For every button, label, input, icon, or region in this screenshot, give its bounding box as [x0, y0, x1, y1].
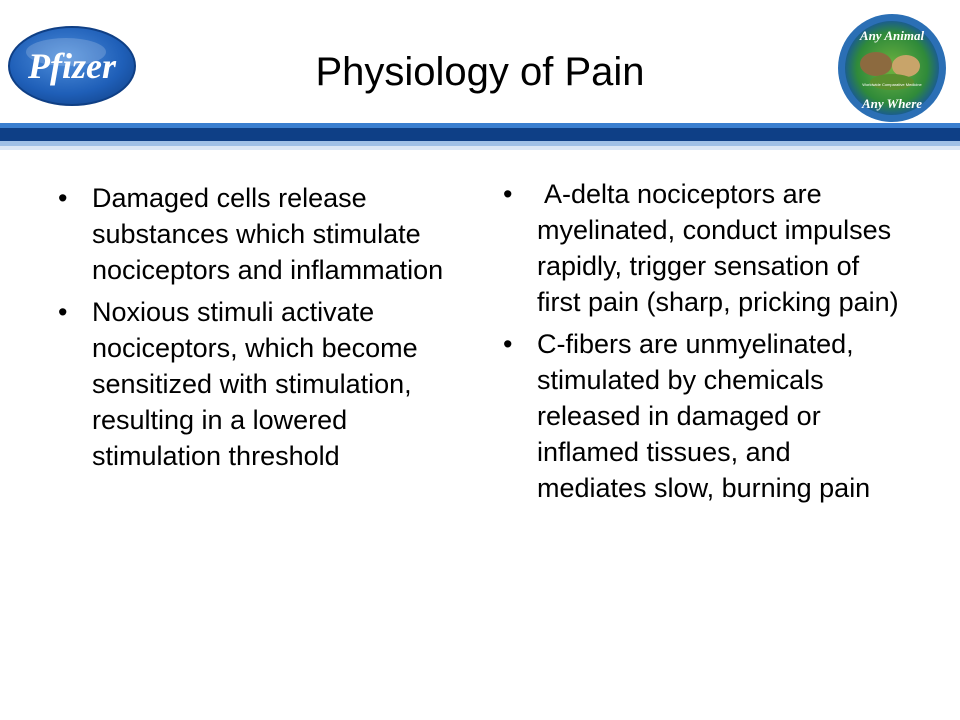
- bullet-item: • Damaged cells release substances which…: [58, 180, 454, 288]
- bullet-text: C-fibers are unmyelinated, stimulated by…: [537, 329, 871, 503]
- seal-text-middle: Worldwide Comparative Medicine: [862, 82, 922, 87]
- bullet-icon: •: [503, 329, 513, 359]
- bullet-text: A-delta nociceptors are myelinated, cond…: [537, 179, 899, 317]
- any-animal-seal-icon: Any Animal Worldwide Comparative Medicin…: [838, 14, 946, 122]
- slide-title: Physiology of Pain: [315, 50, 645, 94]
- bullet-item: • Noxious stimuli activate nociceptors, …: [58, 294, 454, 474]
- pfizer-logo-text: Pfizer: [27, 46, 117, 86]
- header-band-fade: [0, 146, 960, 150]
- seal-text-top: Any Animal: [859, 28, 925, 43]
- right-bullet-list: • A-delta nociceptors are myelinated, co…: [503, 176, 905, 512]
- bullet-text: Damaged cells release substances which s…: [92, 183, 444, 285]
- header-band-top: [0, 123, 960, 128]
- bullet-item: • C-fibers are unmyelinated, stimulated …: [503, 326, 905, 506]
- seal-text-bottom: Any Where: [861, 96, 922, 111]
- header-band-light: [0, 141, 960, 146]
- bullet-text: Noxious stimuli activate nociceptors, wh…: [92, 297, 418, 471]
- bullet-icon: •: [503, 179, 513, 209]
- bullet-item: • A-delta nociceptors are myelinated, co…: [503, 176, 905, 320]
- left-bullet-list: • Damaged cells release substances which…: [58, 180, 454, 480]
- header-band-dark: [0, 128, 960, 141]
- bullet-icon: •: [58, 297, 68, 327]
- pfizer-logo-icon: Pfizer: [8, 26, 136, 106]
- bullet-icon: •: [58, 183, 68, 213]
